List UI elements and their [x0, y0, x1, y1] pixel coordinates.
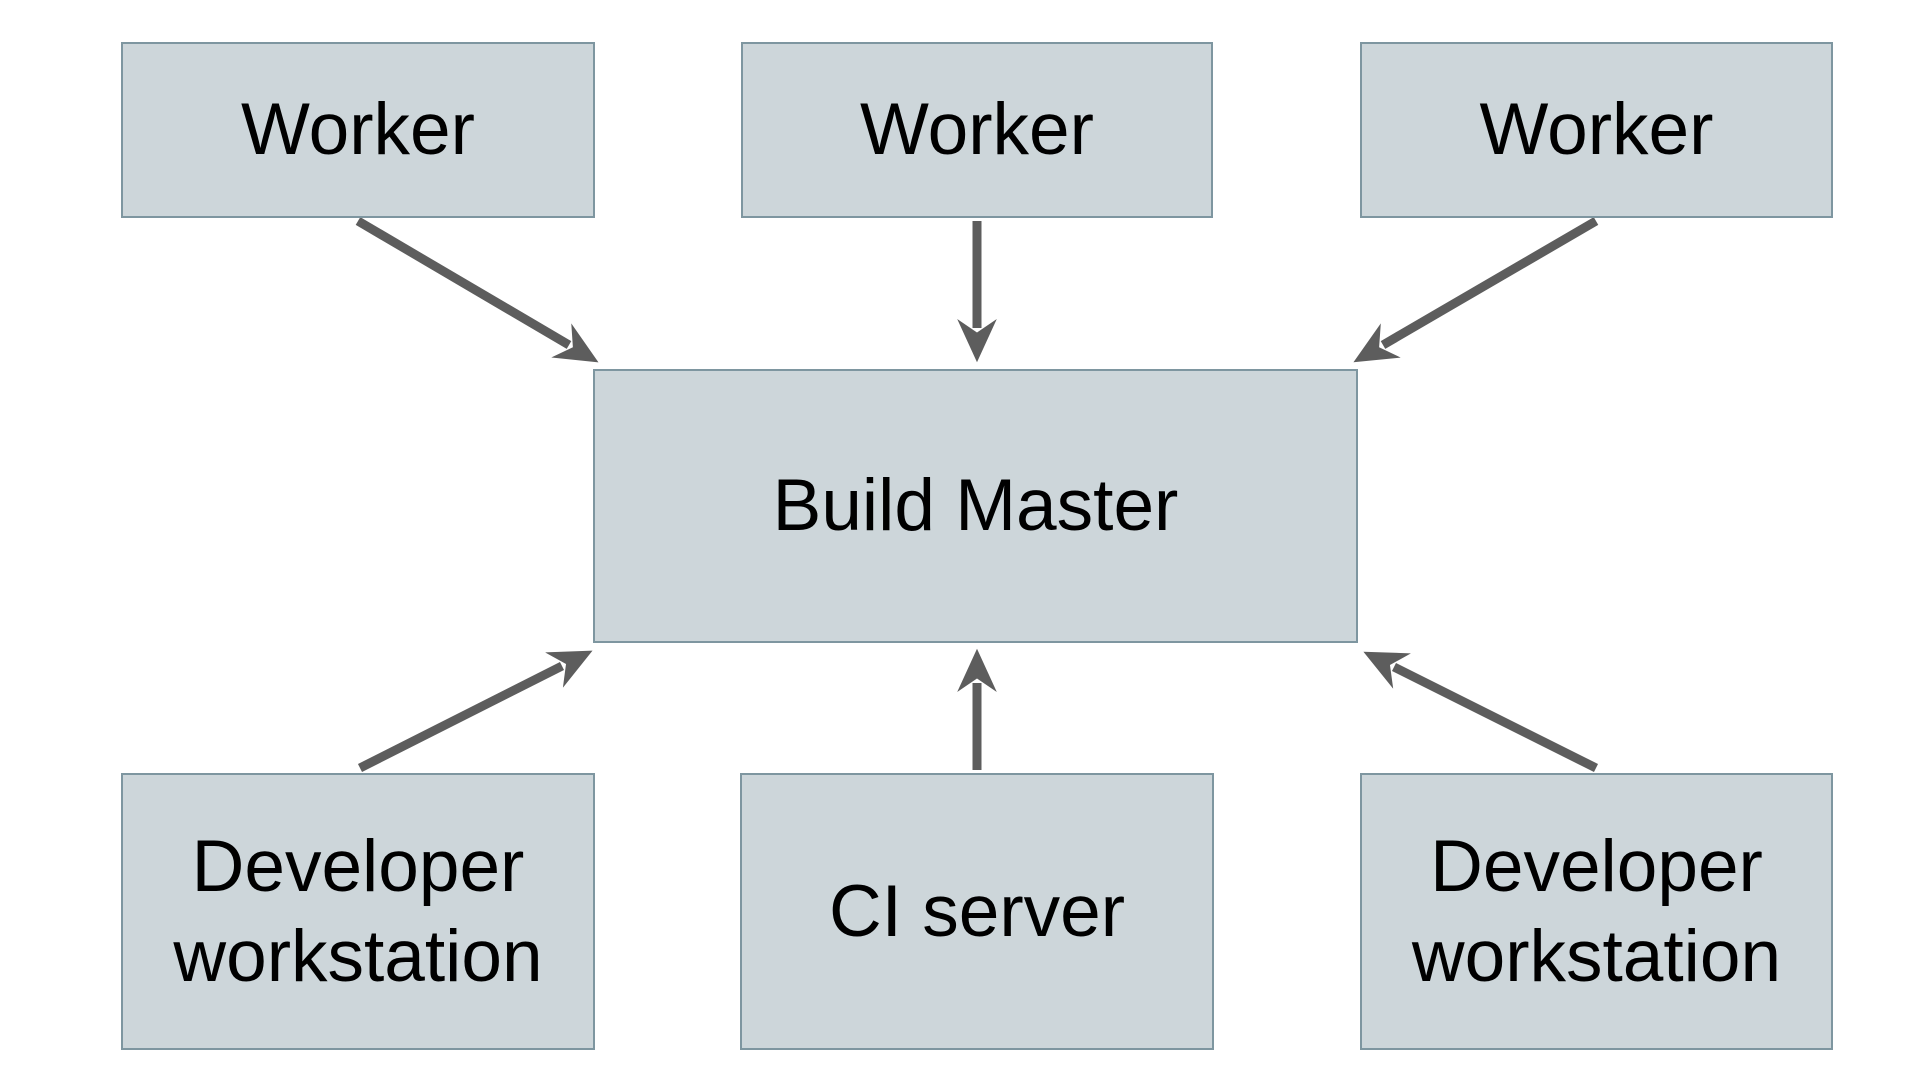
node-developer-workstation-right-label: Developer workstation	[1411, 826, 1782, 997]
arrow-worker-right-to-build-master	[1353, 217, 1599, 363]
node-worker-middle-label: Worker	[860, 89, 1094, 171]
node-worker-left: Worker	[121, 42, 595, 218]
node-developer-workstation-right: Developer workstation	[1360, 773, 1833, 1050]
node-developer-workstation-left-label: Developer workstation	[173, 826, 543, 997]
node-build-master-label: Build Master	[772, 465, 1179, 547]
arrow-dev-workstation-left-to-build-master	[357, 650, 593, 773]
node-worker-right: Worker	[1360, 42, 1833, 218]
node-build-master: Build Master	[593, 369, 1358, 643]
node-worker-right-label: Worker	[1479, 89, 1714, 171]
node-worker-middle: Worker	[741, 42, 1213, 218]
node-developer-workstation-left: Developer workstation	[121, 773, 595, 1050]
arrow-worker-left-to-build-master	[355, 217, 599, 363]
node-ci-server-label: CI server	[828, 870, 1126, 952]
node-ci-server: CI server	[740, 773, 1214, 1050]
node-worker-left-label: Worker	[241, 89, 475, 171]
arrow-dev-workstation-right-to-build-master	[1363, 651, 1599, 773]
